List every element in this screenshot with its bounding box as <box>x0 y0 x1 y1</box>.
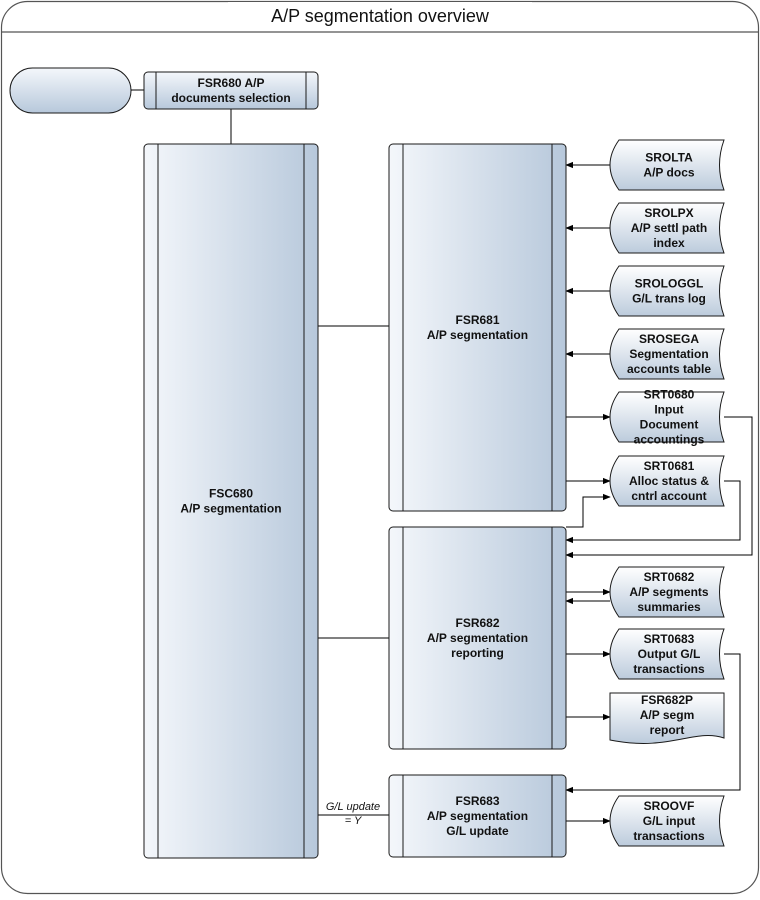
file-srolta-label-line-2: A/P docs <box>643 166 694 180</box>
process-fsc680-label-line-2: A/P segmentation <box>180 502 281 516</box>
file-srolta-label-line-1: SROLTA <box>645 151 693 165</box>
file-sologgl-label-line-1: SROLOGGL <box>635 277 704 291</box>
file-srosega-label-line-3: accounts table <box>627 362 711 376</box>
file-srt0680-label-line-4: accountings <box>634 433 705 447</box>
process-fsr681-label-line-2: A/P segmentation <box>427 328 528 342</box>
file-sroovf-shape <box>609 795 725 847</box>
report-fsr682p-label-line-1: FSR682P <box>641 693 693 707</box>
file-srolpx-label-line-1: SROLPX <box>644 206 693 220</box>
process-fsr683-label-line-1: FSR683 <box>455 794 499 808</box>
title-bg <box>228 2 532 32</box>
file-srt0683-shape <box>609 628 725 680</box>
file-sologgl-shape <box>609 265 725 317</box>
connector-lines <box>131 89 389 816</box>
file-sroovf-label-line-3: transactions <box>633 829 705 843</box>
file-srt0682-label-line-1: SRT0682 <box>644 570 695 584</box>
process-fsr682-label-line-1: FSR682 <box>455 616 499 630</box>
file-srt0681-label-line-1: SRT0681 <box>644 459 695 473</box>
process-fsr682-label-line-3: reporting <box>451 646 504 660</box>
file-srolpx-label-line-2: A/P settl path <box>631 221 707 235</box>
file-srt0683-label-line-3: transactions <box>633 662 705 676</box>
file-sologgl-label-line-2: G/L trans log <box>632 292 706 306</box>
file-srolta-shape <box>609 139 725 191</box>
file-srolpx-shape <box>609 202 725 254</box>
file-srt0680-label-line-2: Input <box>654 403 683 417</box>
file-srosega-label-line-1: SROSEGA <box>639 332 699 346</box>
process-fsr683-label-line-2: A/P segmentation <box>427 809 528 823</box>
file-srt0682-label-line-2: A/P segments <box>629 585 708 599</box>
process-fsc680-box <box>143 143 319 859</box>
condition-label-line1: G/L update <box>326 801 380 813</box>
process-fsr681-label-line-1: FSR681 <box>455 313 499 327</box>
file-srt0682-shape <box>609 566 725 618</box>
file-srosega-label-line-2: Segmentation <box>629 347 708 361</box>
file-srolpx-label-line-3: index <box>653 236 685 250</box>
process-fsr680-label-line-2: documents selection <box>171 91 290 105</box>
start-terminator <box>9 67 132 114</box>
process-fsr683-label-line-3: G/L update <box>446 824 509 838</box>
file-srt0681-label-line-2: Alloc status & <box>629 474 709 488</box>
file-srt0680-shape <box>609 391 725 443</box>
report-fsr682p-label-line-3: report <box>650 723 685 737</box>
file-srt0682-label-line-3: summaries <box>637 600 701 614</box>
process-fsr683-box <box>388 774 567 858</box>
diagram-title: A/P segmentation overview <box>271 6 490 26</box>
input-arrows <box>565 161 753 825</box>
condition-label-line2: = Y <box>345 815 362 827</box>
file-srosega-shape <box>609 328 725 380</box>
process-fsr682-label-line-2: A/P segmentation <box>427 631 528 645</box>
file-srt0681-shape <box>609 455 725 507</box>
process-fsr680-label-line-1: FSR680 A/P <box>198 76 265 90</box>
process-fsr680-box <box>143 71 319 110</box>
report-fsr682p-shape <box>609 692 725 744</box>
file-srt0683-label-line-1: SRT0683 <box>644 632 695 646</box>
process-fsr682-box <box>388 526 567 750</box>
file-sroovf-label-line-1: SROOVF <box>644 799 695 813</box>
file-srt0680-label-line-3: Document <box>640 418 699 432</box>
report-fsr682p-label-line-2: A/P segm <box>640 708 694 722</box>
process-fsc680-label-line-1: FSC680 <box>209 487 253 501</box>
process-fsr681-box <box>388 143 567 512</box>
file-srt0681-label-line-3: cntrl account <box>631 489 706 503</box>
file-sroovf-label-line-2: G/L input <box>643 814 695 828</box>
file-srt0680-label-line-1: SRT0680 <box>644 388 695 402</box>
file-srt0683-label-line-2: Output G/L <box>638 647 701 661</box>
